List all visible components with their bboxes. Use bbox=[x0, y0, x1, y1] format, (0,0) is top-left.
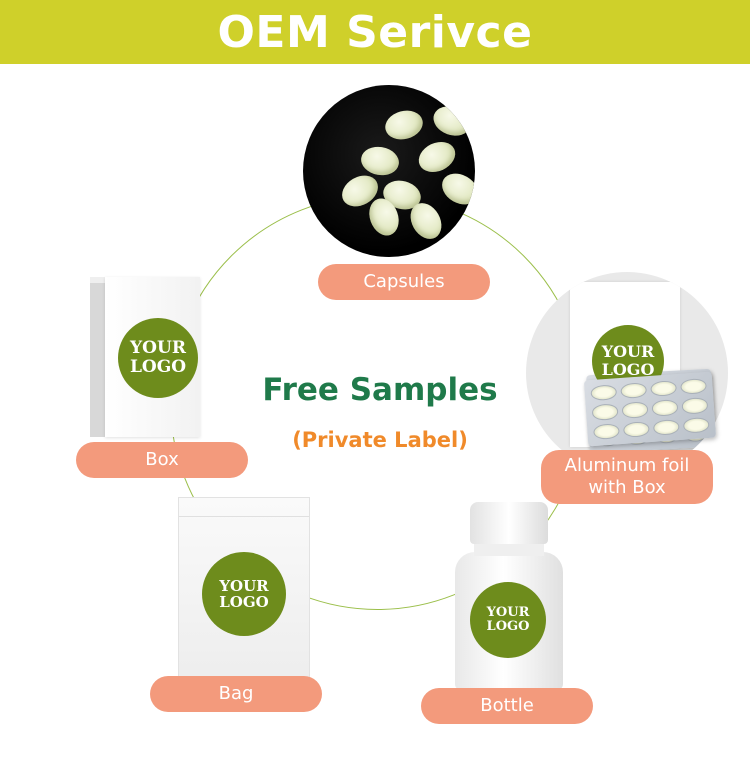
header-banner: OEM Serivce bbox=[0, 0, 750, 64]
bottle-cap bbox=[470, 502, 548, 544]
bag-label-text: Bag bbox=[218, 683, 254, 704]
free-samples-title: Free Samples bbox=[262, 372, 498, 408]
capsule bbox=[436, 167, 475, 211]
logo-line: YOUR bbox=[130, 338, 186, 359]
capsule bbox=[358, 143, 402, 179]
logo-line: YOUR bbox=[219, 576, 269, 595]
capsule bbox=[382, 106, 426, 144]
logo-line: LOGO bbox=[601, 360, 655, 379]
logo-line: LOGO bbox=[219, 593, 269, 611]
logo-line: YOUR bbox=[601, 342, 655, 362]
box-label-text: Box bbox=[145, 449, 179, 470]
foil-label-line: with Box bbox=[588, 477, 666, 498]
bottle-label-text: Bottle bbox=[480, 695, 534, 716]
bag-label: Bag bbox=[150, 676, 322, 712]
capsule bbox=[413, 136, 461, 178]
logo-line: YOUR bbox=[486, 604, 530, 620]
aluminum-foil-label: Aluminum foil with Box bbox=[541, 450, 713, 504]
bag-seam bbox=[179, 498, 309, 517]
capsules-label: Capsules bbox=[318, 264, 490, 300]
bag-logo: YOUR LOGO bbox=[202, 552, 286, 636]
private-label-subtitle: (Private Label) bbox=[292, 428, 468, 452]
capsule bbox=[429, 101, 475, 141]
logo-line: LOGO bbox=[129, 357, 187, 377]
blister-pack-front bbox=[583, 371, 717, 447]
bottle-logo: YOUR LOGO bbox=[470, 582, 546, 658]
bottle-neck bbox=[474, 542, 544, 556]
foil-label-line: Aluminum foil bbox=[564, 455, 690, 476]
bottle-label: Bottle bbox=[421, 688, 593, 724]
box-label: Box bbox=[76, 442, 248, 478]
logo-line: LOGO bbox=[486, 619, 530, 634]
box-side bbox=[90, 282, 105, 437]
capsules-image bbox=[303, 85, 475, 257]
page-title: OEM Serivce bbox=[217, 6, 533, 58]
box-logo: YOUR LOGO bbox=[118, 318, 198, 398]
capsules-label-text: Capsules bbox=[363, 271, 445, 292]
